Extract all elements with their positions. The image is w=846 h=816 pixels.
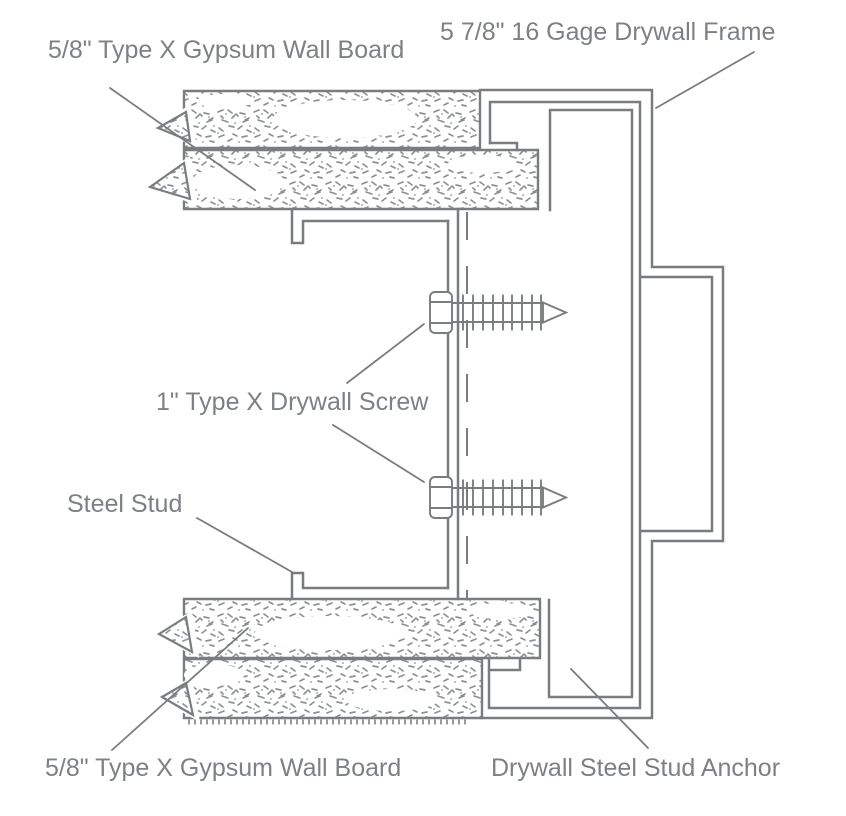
frame-outer-line — [478, 88, 725, 720]
label-drywall-screw: 1" Type X Drywall Screw — [156, 388, 429, 416]
leader-screw-lower — [332, 424, 425, 483]
leader-steel-stud — [196, 517, 293, 573]
drywall-screw-top — [429, 291, 567, 334]
leader-gypsum-top — [109, 87, 256, 191]
label-stud-anchor: Drywall Steel Stud Anchor — [491, 754, 781, 782]
leader-frame — [655, 51, 755, 109]
leader-gypsum-bottom — [111, 627, 249, 751]
label-gypsum-wall-board-top: 5/8" Type X Gypsum Wall Board — [48, 36, 405, 64]
frame-top-return-hook — [488, 141, 519, 152]
stud-top-flange — [290, 208, 450, 245]
drywall-frame-profile — [478, 88, 725, 720]
frame-backbox-inner — [639, 275, 714, 533]
stud-bottom-flange — [290, 571, 450, 601]
frame-inner-line — [487, 100, 642, 710]
frame-bottom-return-hook — [487, 657, 522, 672]
gypsum-board-top-outer — [150, 89, 482, 150]
frame-throat-line — [547, 108, 634, 699]
label-gypsum-wall-board-bottom: 5/8" Type X Gypsum Wall Board — [45, 754, 402, 782]
gypsum-board-top-inner — [142, 148, 540, 211]
leader-anchor — [570, 668, 649, 749]
steel-stud — [290, 208, 450, 601]
gypsum-board-bottom-inner — [151, 597, 542, 660]
label-steel-stud: Steel Stud — [67, 490, 183, 518]
drywall-screw-bottom — [429, 476, 567, 519]
leader-screw-upper — [346, 323, 425, 384]
gypsum-board-bottom-outer — [154, 657, 484, 725]
leader-lines — [109, 51, 755, 751]
label-drywall-frame: 5 7/8" 16 Gage Drywall Frame — [440, 18, 776, 46]
